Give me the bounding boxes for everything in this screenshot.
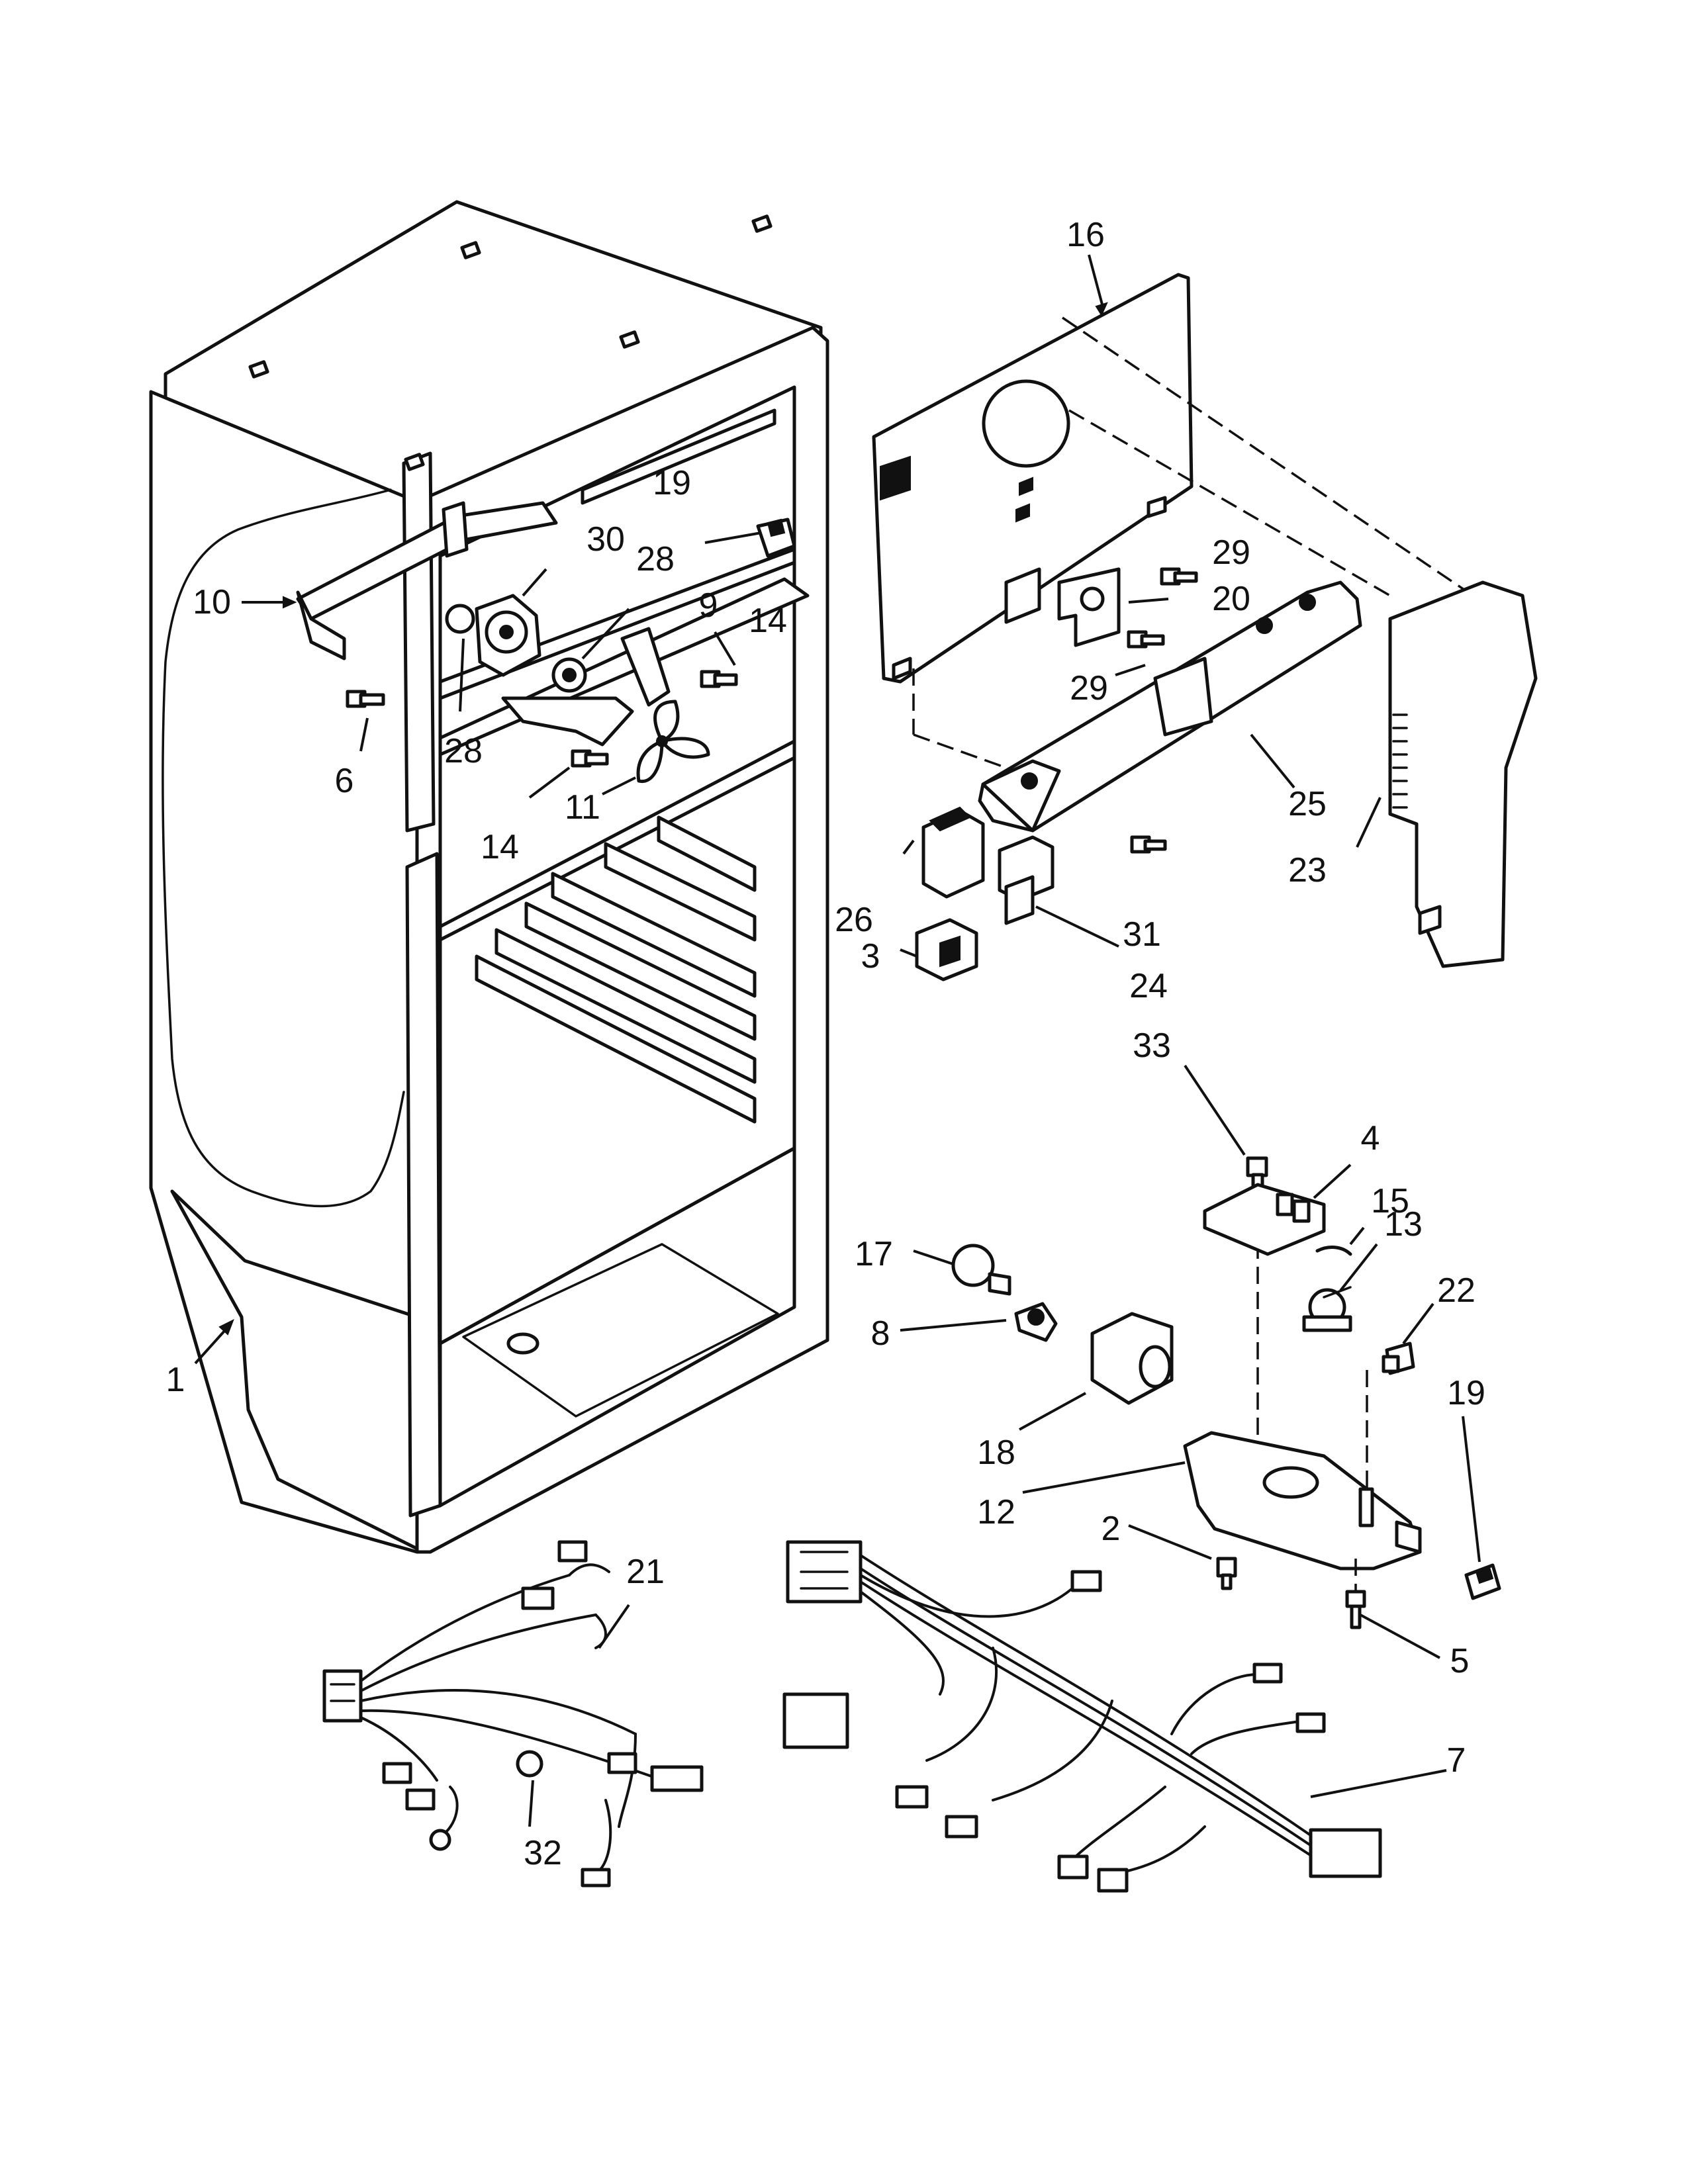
callout-9: 9 (699, 586, 718, 625)
control-housing (978, 580, 1362, 833)
air-duct-cover (1388, 580, 1538, 968)
callout-29b: 29 (1070, 669, 1108, 707)
leader-lines (194, 254, 1481, 1827)
callout-12: 12 (977, 1493, 1015, 1531)
light-bulb-17 (951, 1244, 1011, 1296)
screw-6 (346, 690, 385, 708)
clip-19-upper (756, 518, 796, 558)
mounting-bracket-20 (1057, 567, 1121, 647)
callout-18: 18 (977, 1433, 1015, 1472)
callout-4: 4 (1361, 1119, 1380, 1158)
callout-16: 16 (1066, 216, 1105, 254)
callout-20: 20 (1212, 580, 1250, 618)
callout-17: 17 (855, 1235, 893, 1273)
callout-25: 25 (1288, 785, 1327, 823)
cabinet-liner (149, 200, 829, 1554)
evaporator-fan-motor (475, 594, 541, 677)
callout-7: 7 (1447, 1741, 1466, 1780)
callout-6: 6 (335, 762, 354, 800)
callout-14a: 14 (749, 602, 787, 640)
fan-blade (636, 700, 710, 784)
control-housing-tray-12 (1183, 1431, 1422, 1570)
callout-19a: 19 (653, 464, 691, 502)
screw-29-upper (1160, 567, 1198, 586)
wire-harness-7 (782, 1540, 1382, 1893)
callout-labels: 1 2 3 4 5 6 7 8 9 10 11 12 13 14 14 15 1… (166, 216, 1485, 1872)
callout-30: 30 (586, 520, 625, 559)
callout-15: 15 (1371, 1182, 1409, 1220)
thermostat-13 (1302, 1286, 1352, 1332)
screw-29-lower (1127, 630, 1165, 649)
callout-28b: 28 (444, 732, 483, 770)
control-knob-24 (998, 835, 1055, 925)
callout-2: 2 (1102, 1510, 1121, 1548)
evaporator-cover-panel (872, 273, 1194, 684)
callout-3: 3 (861, 937, 880, 976)
callout-11: 11 (565, 788, 600, 827)
light-socket-8 (1014, 1302, 1058, 1342)
callout-5: 5 (1450, 1642, 1470, 1680)
screw-14-lower (571, 749, 609, 768)
callout-32: 32 (524, 1834, 562, 1872)
callout-1: 1 (166, 1361, 185, 1399)
wire-15 (1315, 1246, 1352, 1256)
callout-26: 26 (835, 901, 873, 939)
callout-8: 8 (871, 1314, 890, 1353)
callout-23: 23 (1288, 851, 1327, 889)
callout-29a: 29 (1212, 533, 1250, 572)
callout-33: 33 (1133, 1026, 1171, 1065)
callout-19b: 19 (1447, 1374, 1485, 1412)
thermostat-knob-26 (921, 806, 985, 899)
screw-14-upper (700, 670, 738, 688)
control-board-4 (1203, 1183, 1326, 1256)
screw-5 (1345, 1590, 1366, 1629)
callout-13: 13 (1384, 1205, 1423, 1244)
callout-14b: 14 (481, 828, 519, 866)
callout-31: 31 (1123, 915, 1161, 954)
callout-10: 10 (193, 583, 231, 621)
callout-28a: 28 (636, 540, 675, 578)
callout-24: 24 (1129, 967, 1168, 1005)
fan-motor-assembly (296, 408, 796, 784)
screw-2 (1216, 1557, 1237, 1590)
callout-21: 21 (626, 1553, 665, 1591)
clip-19-lower (1464, 1563, 1501, 1600)
knob-3 (915, 918, 978, 981)
light-switch-22 (1382, 1342, 1415, 1375)
callout-22: 22 (1437, 1271, 1476, 1310)
light-shield-18 (1090, 1312, 1174, 1405)
wire-harness-21 (322, 1540, 704, 1888)
screw-31 (1130, 835, 1167, 854)
